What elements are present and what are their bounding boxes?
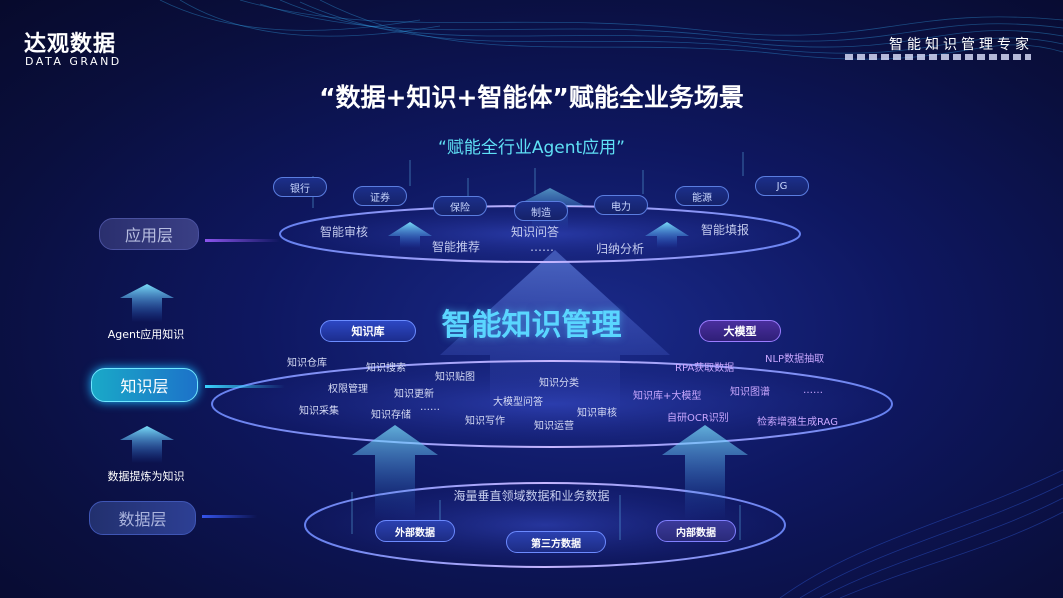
knowledge-core-title: 智能知识管理: [441, 308, 622, 343]
kb-item: 知识仓库: [287, 358, 327, 369]
lm-item: RPA获取数据: [675, 363, 735, 374]
kb-item: 权限管理: [328, 384, 368, 395]
app-item: 智能填报: [701, 223, 750, 237]
flow-label-refine: 数据提炼为知识: [107, 470, 185, 483]
data-disc: [305, 483, 785, 567]
app-connector: [205, 239, 280, 242]
data-arrow-left: [352, 425, 438, 520]
industry-pill: 保险: [433, 196, 487, 216]
app-item: 归纳分析: [596, 242, 645, 256]
app-item: 智能推荐: [432, 240, 481, 254]
flow-arrow-upper: [120, 284, 174, 322]
flow-arrow-lower: [120, 426, 174, 463]
kb-item: 知识更新: [394, 389, 434, 400]
data-source-pill: 第三方数据: [506, 531, 606, 553]
page-subtitle: “赋能全行业Agent应用”: [438, 138, 625, 158]
data-source-pill: 外部数据: [375, 520, 455, 542]
app-item: 知识问答: [511, 225, 560, 239]
kb-item: 知识写作: [465, 416, 505, 427]
page-title: “数据+知识+智能体”赋能全业务场景: [319, 83, 744, 112]
wave-lines-bottom: [779, 469, 1063, 598]
data-connector: [202, 515, 257, 518]
knowledge-connector: [205, 385, 285, 388]
layer-knowledge: 知识层: [91, 368, 198, 402]
app-item: 智能审核: [320, 225, 369, 239]
knowledge-base-pill: 知识库: [320, 320, 416, 342]
lm-item: 知识库+大模型: [633, 391, 702, 402]
lm-item: 知识图谱: [730, 387, 770, 398]
kb-item: 知识采集: [299, 406, 339, 417]
kb-item: ……: [420, 402, 440, 413]
lm-item: 检索增强生成RAG: [757, 417, 838, 428]
knowledge-ring: [211, 360, 893, 448]
kb-item: 知识贴图: [435, 372, 475, 383]
industry-pill: JG: [755, 176, 809, 196]
app-arrow-left: [388, 222, 432, 248]
kb-item: 知识搜索: [366, 363, 406, 374]
app-item: ……: [530, 240, 554, 254]
large-model-pill: 大模型: [699, 320, 781, 342]
kb-item: 知识存储: [371, 410, 411, 421]
brand-slogan: 智能知识管理专家: [889, 37, 1033, 53]
data-caption: 海量垂直领域数据和业务数据: [453, 489, 610, 503]
brand-logo-en: DATA GRAND: [25, 55, 122, 68]
lm-item: NLP数据抽取: [765, 354, 825, 365]
data-ring: [304, 482, 786, 568]
industry-pill: 能源: [675, 186, 729, 206]
kb-item: 知识分类: [539, 378, 579, 389]
data-arrow-right: [662, 425, 748, 520]
industry-pill: 银行: [273, 177, 327, 197]
industry-pill: 制造: [514, 201, 568, 221]
kb-item: 大模型问答: [493, 397, 543, 408]
layer-application: 应用层: [99, 218, 199, 250]
brand-logo-cn: 达观数据: [24, 32, 117, 57]
kb-item: 知识运营: [534, 421, 574, 432]
layer-data: 数据层: [89, 501, 196, 535]
industry-pill: 证券: [353, 186, 407, 206]
industry-pill: 电力: [594, 195, 648, 215]
wave-lines: [159, 0, 1063, 60]
data-source-pill: 内部数据: [656, 520, 736, 542]
lm-item: 自研OCR识别: [667, 413, 729, 424]
lm-item: ……: [803, 385, 823, 396]
kb-item: 知识审核: [577, 408, 617, 419]
knowledge-disc: [212, 361, 892, 447]
app-arrow-right: [645, 222, 689, 248]
slogan-underline: [845, 54, 1031, 60]
flow-label-agent: Agent应用知识: [107, 328, 185, 341]
